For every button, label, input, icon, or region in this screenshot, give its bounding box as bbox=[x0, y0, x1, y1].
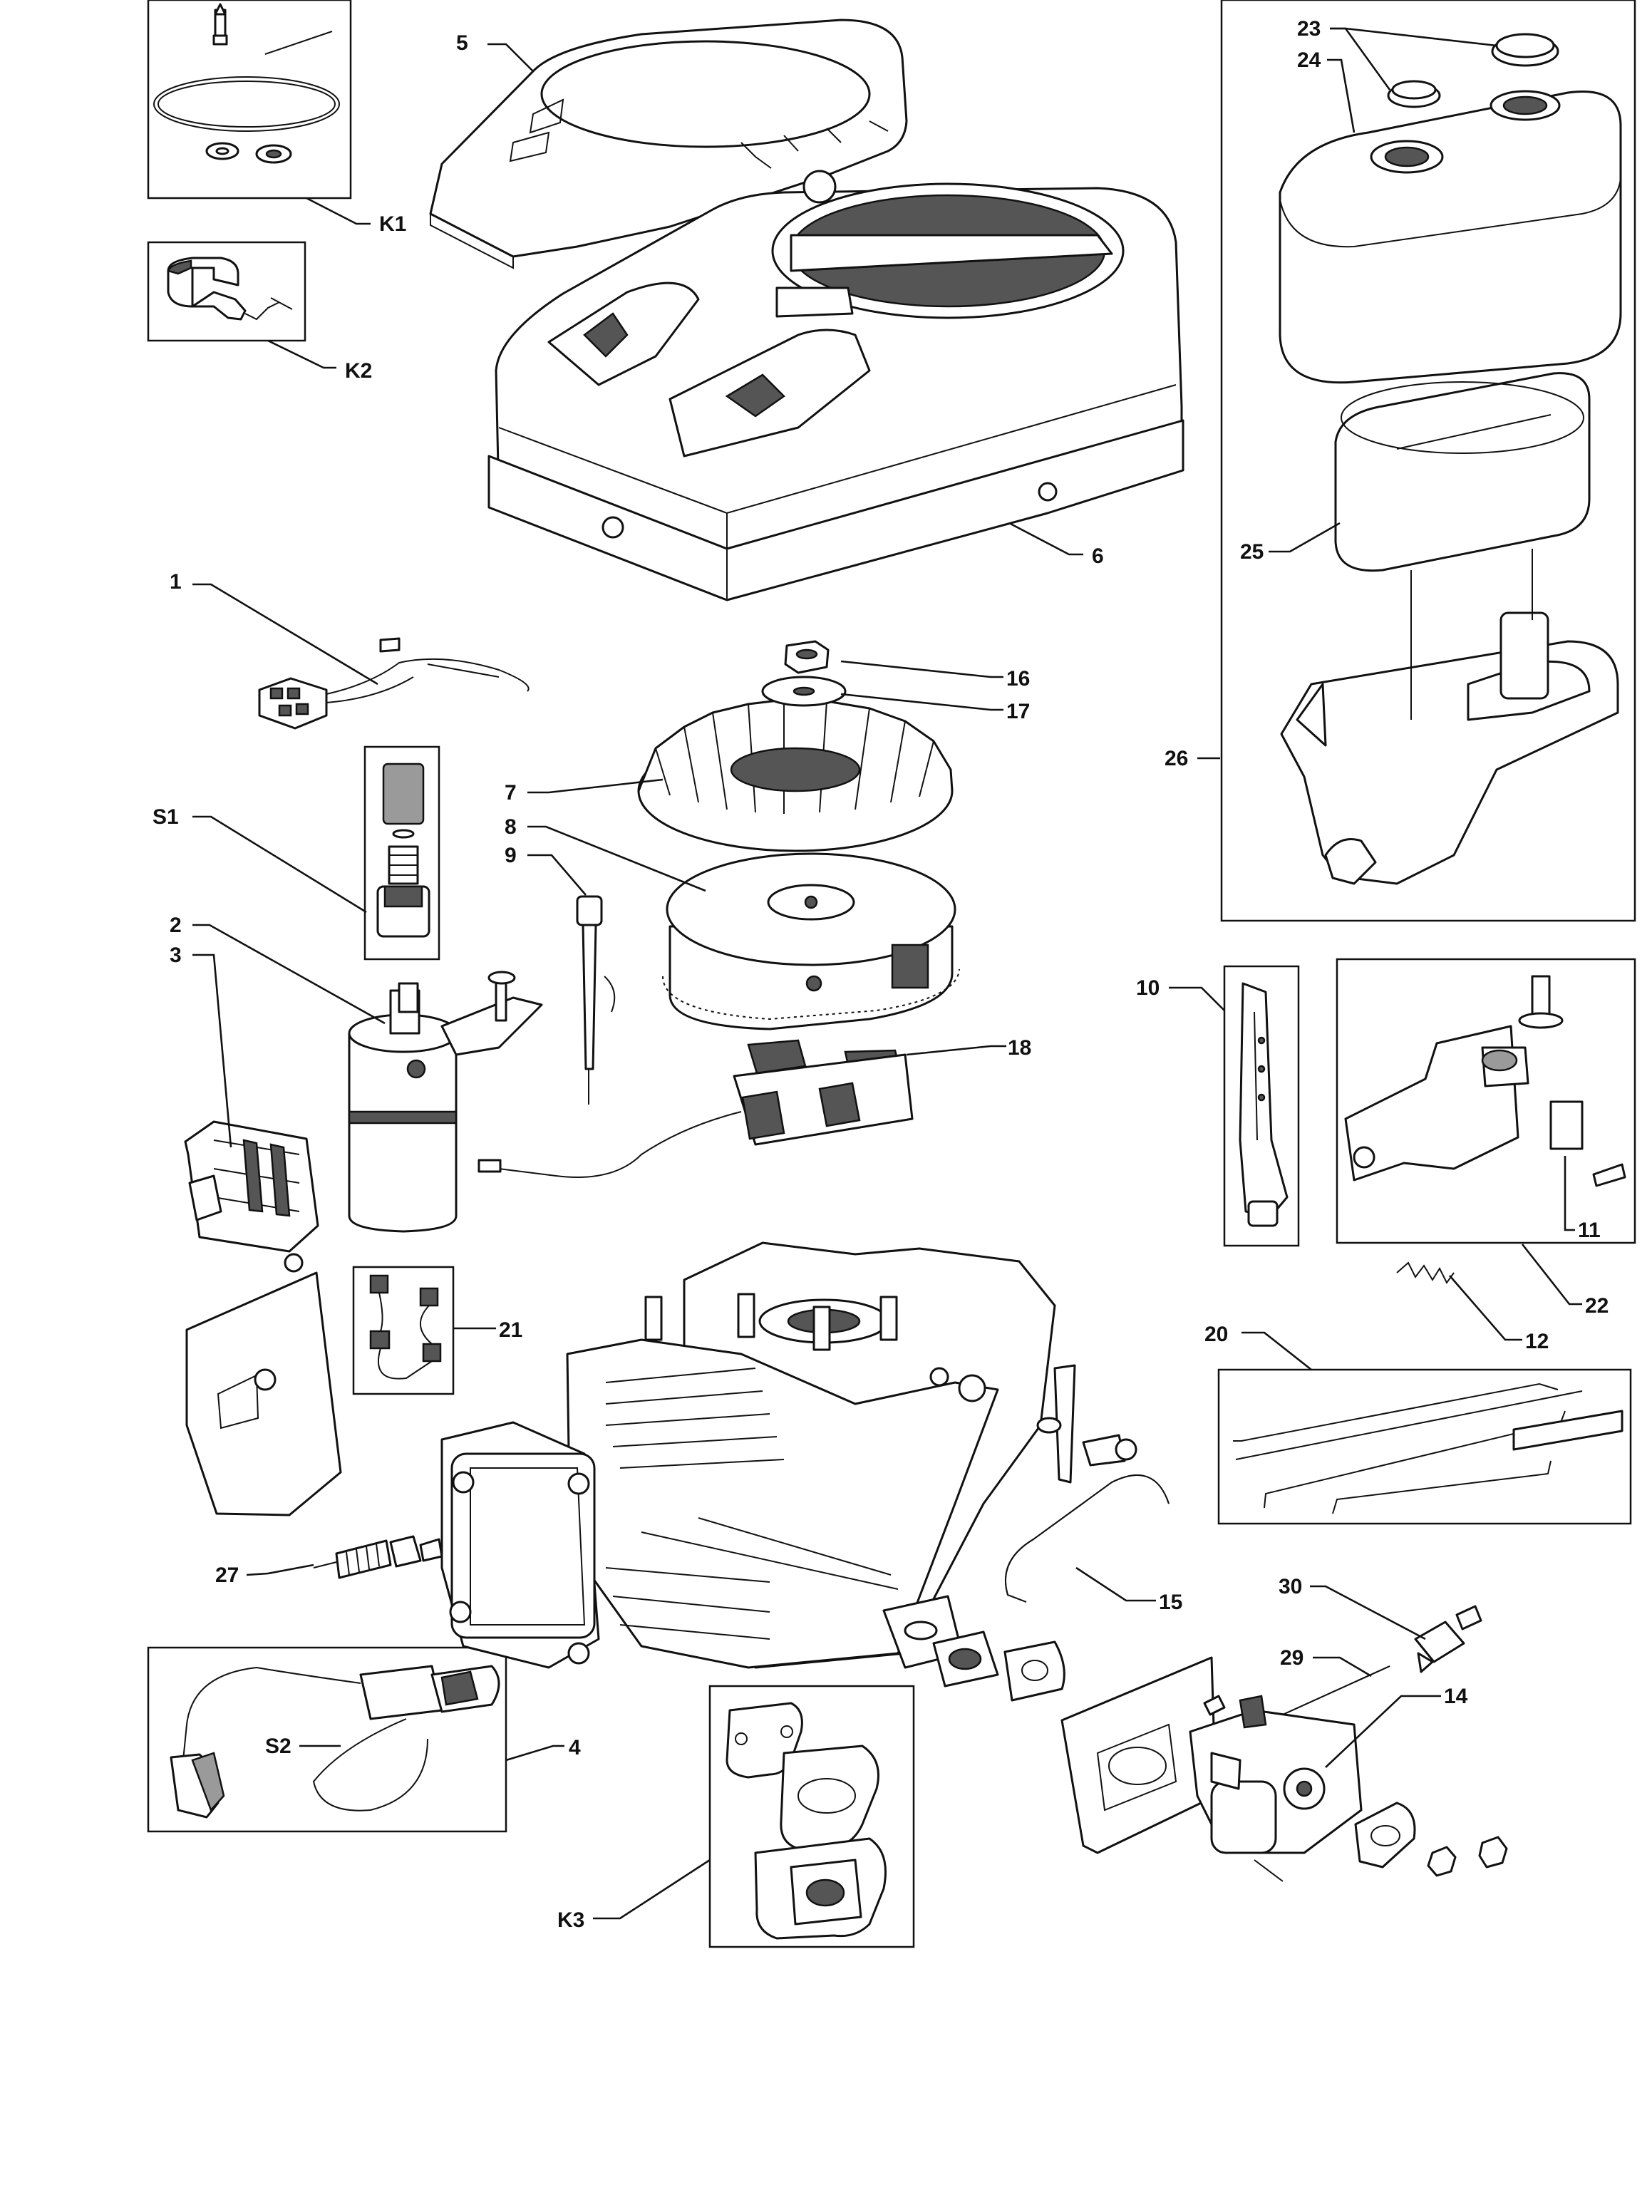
lever-10-box bbox=[1223, 965, 1300, 1247]
callout-25: 25 bbox=[1240, 540, 1264, 564]
shroud-cover-5 bbox=[429, 19, 908, 269]
heat-shield bbox=[185, 1253, 342, 1516]
callout-8: 8 bbox=[505, 815, 517, 839]
wire-set-21 bbox=[369, 1274, 442, 1380]
callout-k1: K1 bbox=[379, 212, 406, 236]
starter-gear-box bbox=[363, 745, 440, 961]
air-baffle-plate bbox=[1060, 1656, 1217, 1854]
callout-22: 22 bbox=[1585, 1294, 1609, 1318]
spark-plug-27 bbox=[313, 1535, 443, 1579]
lever-10 bbox=[1239, 982, 1289, 1227]
callout-20: 20 bbox=[1204, 1323, 1228, 1346]
engine-block bbox=[440, 1241, 1056, 1669]
fan-7 bbox=[637, 698, 954, 852]
callout-15: 15 bbox=[1159, 1591, 1182, 1614]
spring-12 bbox=[1396, 1261, 1455, 1284]
gasket-kit-box bbox=[708, 1685, 915, 1948]
blower-housing-6 bbox=[487, 170, 1184, 601]
callout-k3: K3 bbox=[557, 1908, 584, 1932]
callout-10: 10 bbox=[1136, 976, 1160, 1000]
callout-3: 3 bbox=[170, 944, 182, 967]
breather-tube-15 bbox=[1005, 1474, 1170, 1603]
callout-23: 23 bbox=[1297, 17, 1321, 41]
ignition-coil-s2 bbox=[170, 1665, 500, 1819]
harness-21-box bbox=[352, 1266, 455, 1395]
kit-k1-box bbox=[147, 0, 352, 200]
governor-arm bbox=[1036, 1364, 1137, 1484]
air-filter-box bbox=[1220, 0, 1636, 922]
callout-1: 1 bbox=[170, 570, 182, 594]
callout-labels: 5 K1 K2 6 1 16 17 7 8 9 S1 2 3 18 10 11 … bbox=[153, 17, 1609, 1932]
callout-24: 24 bbox=[1297, 48, 1321, 72]
kit-k2-box bbox=[147, 241, 306, 342]
callout-s1: S1 bbox=[153, 805, 179, 829]
flywheel-8 bbox=[662, 852, 960, 1030]
gasket-kit-k3 bbox=[726, 1702, 887, 1940]
callout-7: 7 bbox=[505, 781, 517, 805]
callout-4: 4 bbox=[569, 1736, 581, 1759]
callout-s2: S2 bbox=[265, 1735, 291, 1758]
fuel-line-29 bbox=[1282, 1665, 1390, 1715]
fuel-valve-30 bbox=[1414, 1605, 1482, 1673]
wiring-harness-1 bbox=[258, 637, 530, 730]
solenoid-bracket-3 bbox=[184, 1120, 319, 1253]
nut-washer-16-17 bbox=[761, 640, 847, 707]
starter-motor-2 bbox=[348, 971, 543, 1233]
callout-16: 16 bbox=[1006, 667, 1030, 691]
callout-5: 5 bbox=[456, 31, 468, 55]
callout-2: 2 bbox=[170, 914, 182, 937]
callout-17: 17 bbox=[1006, 700, 1030, 723]
carburetor-14 bbox=[1189, 1695, 1363, 1882]
k1-parts bbox=[153, 3, 340, 164]
callout-9: 9 bbox=[505, 844, 517, 867]
callout-18: 18 bbox=[1008, 1036, 1031, 1060]
rods-20-box bbox=[1217, 1368, 1632, 1525]
callout-11: 11 bbox=[1578, 1219, 1601, 1242]
ignition-module-18 bbox=[477, 1039, 914, 1178]
callout-30: 30 bbox=[1279, 1575, 1302, 1598]
leader-lines bbox=[192, 27, 1582, 1920]
air-filter-assembly bbox=[1279, 33, 1622, 885]
starter-gear-s1 bbox=[376, 763, 430, 938]
bracket-22-box bbox=[1336, 958, 1636, 1244]
callout-6: 6 bbox=[1092, 544, 1104, 568]
callout-27: 27 bbox=[215, 1564, 239, 1587]
intake-spacer bbox=[932, 1630, 1065, 1702]
callout-29: 29 bbox=[1280, 1646, 1303, 1670]
callout-k2: K2 bbox=[345, 359, 372, 383]
callout-14: 14 bbox=[1444, 1685, 1468, 1708]
callout-26: 26 bbox=[1165, 747, 1188, 770]
callout-21: 21 bbox=[499, 1318, 522, 1342]
dipstick-9 bbox=[576, 895, 616, 1105]
control-bracket-22 bbox=[1344, 975, 1626, 1187]
ignition-coil-box bbox=[147, 1646, 507, 1833]
carb-gasket-nuts bbox=[1203, 1695, 1508, 1877]
callout-12: 12 bbox=[1525, 1330, 1549, 1353]
rods-20 bbox=[1233, 1382, 1623, 1514]
k2-parts bbox=[167, 257, 293, 321]
